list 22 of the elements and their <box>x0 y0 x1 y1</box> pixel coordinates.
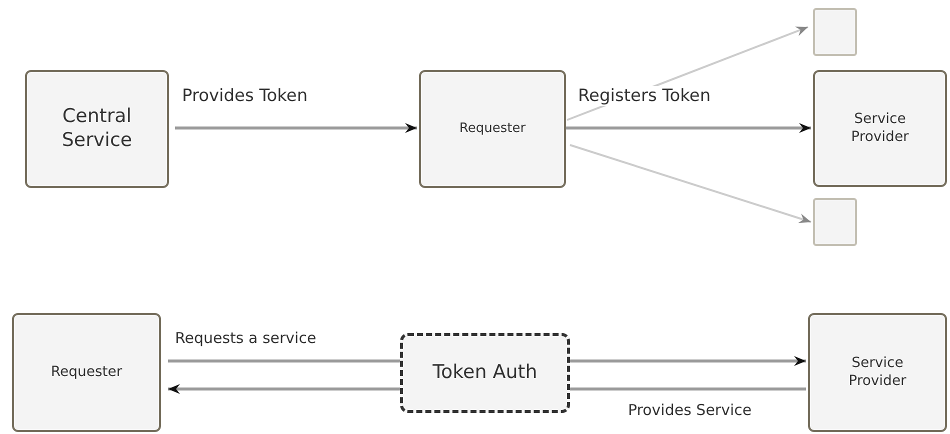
dashed-process-box <box>400 333 570 413</box>
process-box <box>808 313 947 432</box>
arrow <box>566 123 811 133</box>
connector-line <box>570 388 806 390</box>
arrow <box>570 356 806 366</box>
process-box <box>419 70 566 188</box>
process-box <box>25 70 169 188</box>
connector-line <box>168 360 400 362</box>
empty-box <box>813 198 857 246</box>
edge-label: Requests a service <box>173 329 318 347</box>
process-box <box>12 313 161 432</box>
process-box <box>813 70 947 187</box>
node-label: Token Auth <box>432 361 538 385</box>
node-label: Service Provider <box>848 355 908 390</box>
node-label: Requester <box>50 364 122 382</box>
arrow <box>175 123 417 133</box>
empty-box <box>813 8 857 56</box>
node-label: Service Provider <box>850 111 910 146</box>
arrow <box>570 144 812 224</box>
node-label: Requester <box>459 120 526 138</box>
arrow <box>168 384 400 394</box>
node-label: Central Service <box>60 105 134 153</box>
